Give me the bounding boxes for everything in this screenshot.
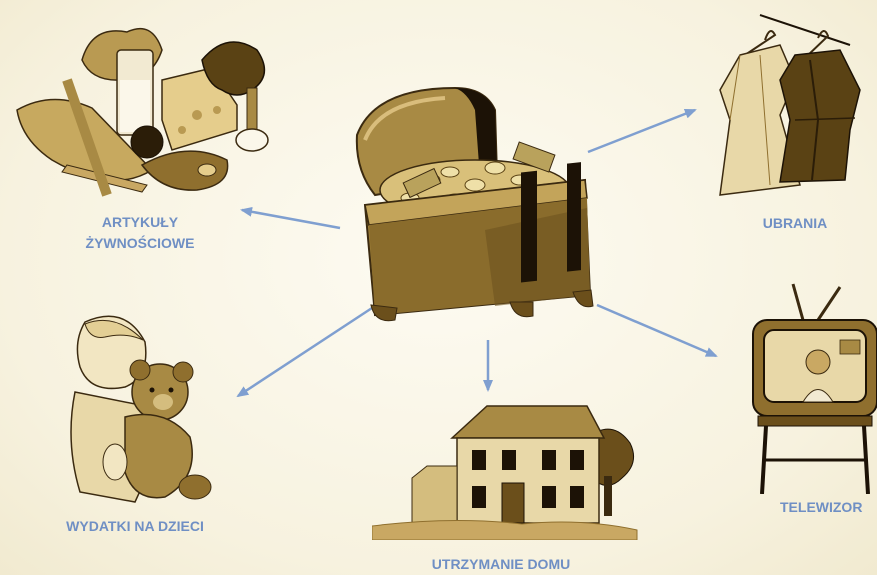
label-house: UTRZYMANIE DOMU <box>426 554 576 575</box>
house-icon <box>372 405 638 540</box>
arrow-to-kids <box>236 306 373 398</box>
label-clothes-line-1: UBRANIA <box>762 215 828 231</box>
label-food-line-2: ŻYWNOŚCIOWE <box>85 235 195 251</box>
treasure-chest-icon <box>355 86 594 322</box>
label-kids-line-1: WYDATKI NA DZIECI <box>66 518 204 534</box>
label-tv-line-1: TELEWIZOR <box>780 499 863 515</box>
label-food: ARTYKUŁY ŻYWNOŚCIOWE <box>75 212 205 254</box>
label-clothes: UBRANIA <box>745 213 845 234</box>
label-food-line-1: ARTYKUŁY <box>101 214 179 230</box>
label-tv: TELEWIZOR <box>780 497 877 518</box>
arrow-to-tv <box>596 303 718 358</box>
label-house-line-1: UTRZYMANIE DOMU <box>431 556 571 572</box>
groceries-icon <box>16 27 269 197</box>
clothes-hanger-icon <box>719 14 861 196</box>
arrow-to-clothes <box>587 108 697 154</box>
label-kids: WYDATKI NA DZIECI <box>50 516 220 537</box>
television-icon <box>752 283 877 494</box>
child-with-teddy-bear-icon <box>70 315 212 503</box>
arrow-to-food <box>240 206 341 230</box>
